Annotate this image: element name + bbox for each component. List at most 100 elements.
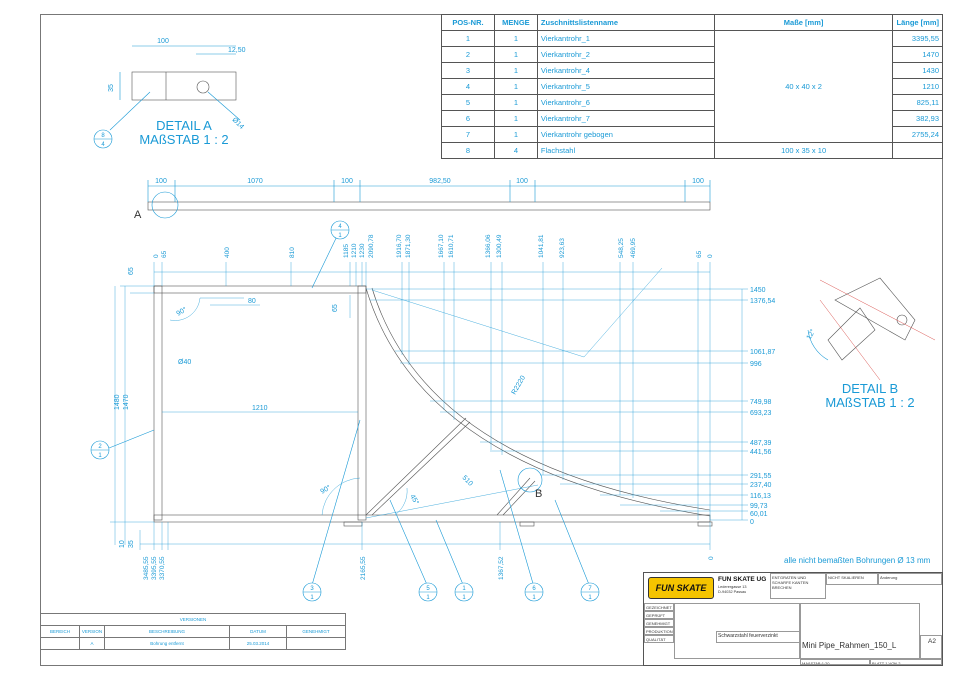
dim-text: 1210 — [351, 243, 358, 258]
drawing-name-cell — [800, 603, 920, 659]
dim-text: 12° — [805, 328, 817, 341]
dim-text: 1070 — [247, 178, 263, 185]
balloon-bottom: 1 — [310, 595, 314, 601]
dim-text: 237,40 — [750, 482, 772, 489]
title-block: FUN SKATE FUN SKATE UG Lederergasse 13 D… — [643, 572, 943, 666]
dim-text: 510 — [461, 474, 474, 487]
dim-text: 810 — [289, 247, 296, 258]
balloon-bottom: 1 — [98, 453, 102, 459]
balloon-bottom: 1 — [426, 595, 430, 601]
rev-cell: Bohrung entfernt — [104, 637, 230, 650]
balloon-bottom: 1 — [532, 595, 536, 601]
dim-text: 90° — [319, 483, 332, 495]
dim-text: 0 — [708, 556, 715, 560]
title-row-label: GEZEICHNET — [644, 603, 674, 611]
dim-text: 1871,30 — [405, 234, 412, 258]
dim-text: 3485,55 — [143, 556, 150, 580]
rev-cell: A — [79, 637, 105, 650]
dim-text: 749,98 — [750, 399, 772, 406]
dim-text: 693,23 — [750, 410, 772, 417]
dim-text: 0 — [153, 254, 160, 258]
dim-text: 65 — [161, 250, 168, 258]
dim-text: 400 — [224, 247, 231, 258]
balloon-bottom: 4 — [101, 142, 105, 148]
sheet-cell: BLATT 1 VON 2 — [870, 659, 942, 665]
dim-text: 923,63 — [559, 238, 566, 258]
dim-text: 1450 — [750, 287, 766, 294]
dim-text: 1376,54 — [750, 298, 775, 305]
dim-text: 1185 — [343, 244, 350, 258]
dim-text: 1230 — [359, 243, 366, 258]
company-logo: FUN SKATE — [648, 577, 714, 599]
company-address: Lederergasse 13 D-94032 Passau — [718, 585, 747, 594]
rev-header: GENEHMIGT — [286, 625, 346, 638]
cell-name: Flachstahl — [536, 142, 715, 159]
dim-text: 3395,55 — [151, 556, 158, 580]
address-line: Lederergasse 13 — [718, 585, 747, 589]
main-frame — [153, 285, 713, 527]
detail-a-hole — [196, 80, 210, 94]
cell-qty: 4 — [493, 142, 538, 159]
table-row: 7 1 Vierkantrohr gebogen 2755,24 — [441, 126, 943, 143]
dim-text: 99,73 — [750, 503, 768, 510]
dim-text: 1300,49 — [496, 234, 503, 258]
detail-a-scale: MAßSTAB 1 : 2 — [139, 132, 229, 147]
balloon-bottom: 1 — [338, 233, 342, 239]
dim-text: 100 — [155, 178, 167, 185]
balloon-top: 3 — [310, 586, 314, 592]
dim-text: 1210 — [252, 405, 268, 412]
table-row: 6 1 Vierkantrohr_7 382,93 — [441, 110, 943, 127]
dim-text: 1480 — [114, 394, 121, 410]
dim-text: 65 — [128, 267, 135, 275]
dim-text: 10 — [119, 540, 126, 548]
detail-a-part — [131, 71, 237, 101]
detail-b-title: DETAIL B MAßSTAB 1 : 2 — [810, 382, 930, 410]
revision-title: VERSIONEN — [40, 613, 346, 626]
parts-table: POS-NR. MENGE Zuschnittslistenname Maße … — [441, 14, 943, 159]
detail-a-heading: DETAIL A — [156, 118, 212, 133]
cell-length: 1210 — [892, 78, 943, 95]
dim-text: 1610,71 — [448, 234, 455, 258]
rev-header: VERSION — [79, 625, 105, 638]
note-cell: ENTGRATEN UND SCHARFE KANTEN BRECHEN — [770, 573, 826, 599]
view-label-a: A — [134, 209, 142, 221]
dim-text: 2165,55 — [360, 556, 367, 580]
balloon-top: 5 — [426, 586, 430, 592]
dim-text: 0 — [750, 519, 754, 526]
dim-text: 1366,06 — [485, 234, 492, 258]
format-cell — [920, 635, 942, 659]
dim-text: 441,56 — [750, 449, 772, 456]
revision-label: Änderung — [878, 573, 942, 585]
revision-table: VERSIONEN BEREICH VERSION BESCHREIBUNG D… — [40, 613, 346, 650]
dim-text: 80 — [248, 298, 256, 305]
dim-text: 90° — [175, 305, 188, 317]
rev-cell — [40, 637, 80, 650]
dim-text: Ø40 — [178, 359, 191, 366]
detail-b-scale: MAßSTAB 1 : 2 — [825, 395, 915, 410]
dim-text: 2090,78 — [368, 234, 375, 258]
drawing-name: Mini Pipe_Rahmen_150_L — [802, 641, 897, 650]
dim-text: 1667,10 — [438, 234, 445, 258]
cell-pos: 8 — [441, 142, 495, 159]
detail-b-marker — [517, 467, 543, 493]
dim-text: 65 — [696, 250, 703, 258]
balloon-top: 1 — [462, 586, 466, 592]
dim-text: 65 — [332, 304, 339, 312]
table-row: A Bohrung entfernt 25.03.2014 — [40, 637, 346, 650]
dim-text: 35 — [128, 540, 135, 548]
dim-text: 0 — [707, 254, 714, 258]
hole-note: alle nicht bemaßten Bohrungen Ø 13 mm — [784, 556, 931, 565]
material-cell: Schwarzstahl feuerverzinkt — [716, 631, 800, 643]
balloon-top: 7 — [588, 586, 592, 592]
rev-cell — [286, 637, 346, 650]
dim-text: 996 — [750, 361, 762, 368]
dim-text: 487,39 — [750, 440, 772, 447]
balloon-top: 4 — [338, 224, 342, 230]
scale-cell: MAßSTAB:1:20 — [800, 659, 870, 665]
rev-header: DATUM — [229, 625, 287, 638]
dim-text: 12,50 — [228, 47, 246, 54]
rev-header: BEREICH — [40, 625, 80, 638]
balloon-bottom: 1 — [462, 595, 466, 601]
dim-text: 548,25 — [618, 238, 625, 258]
